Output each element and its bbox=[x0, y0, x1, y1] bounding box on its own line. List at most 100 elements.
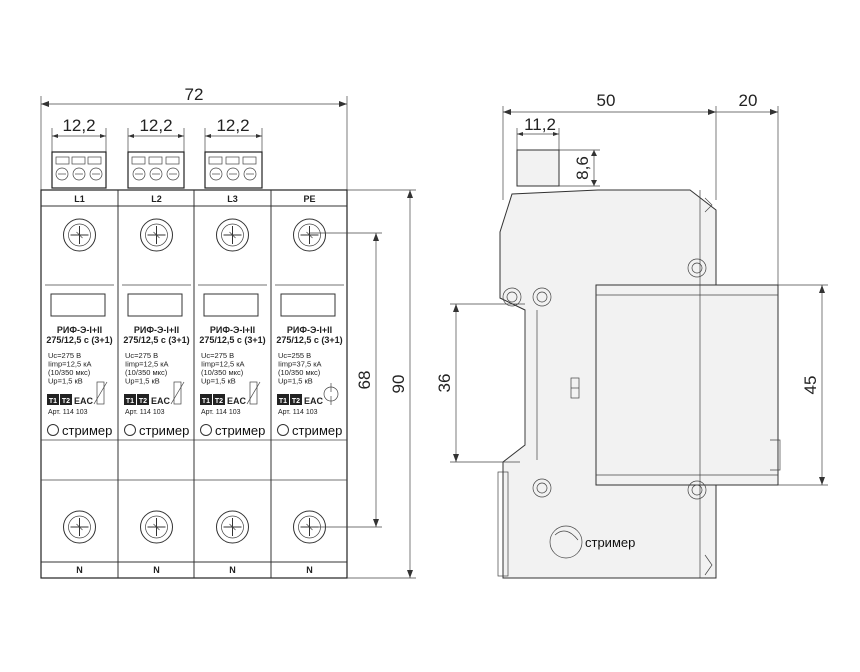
bottom-terminal-screw-icon bbox=[216, 510, 249, 544]
dim-overall-height: 90 bbox=[347, 189, 416, 579]
t2-badge bbox=[213, 394, 225, 405]
bottom-terminal-screw-icon bbox=[140, 510, 173, 544]
spec-wave: (10/350 мкс) bbox=[125, 368, 168, 377]
side-brand-label: стример bbox=[585, 535, 635, 550]
module-bottom-label: N bbox=[76, 565, 83, 575]
dim-terminal-span-label: 68 bbox=[355, 371, 374, 390]
spec-imp: Iimp=12,5 кА bbox=[201, 360, 245, 369]
t2-badge-label: T2 bbox=[292, 398, 300, 405]
varistor-symbol-icon bbox=[246, 381, 261, 405]
terminal-plugs bbox=[51, 151, 263, 189]
module-top-label: PE bbox=[303, 194, 315, 204]
model-line-2: 275/12,5 с (3+1) bbox=[276, 335, 342, 345]
side-body: стример bbox=[497, 149, 781, 579]
t2-badge-label: T2 bbox=[139, 398, 147, 405]
dim-terminal-pitch-3: 12,2 bbox=[204, 116, 263, 152]
spec-up: Up=1,5 кВ bbox=[125, 377, 160, 386]
module-bottom-label: N bbox=[153, 565, 160, 575]
brand-logo-icon bbox=[124, 424, 136, 436]
status-window bbox=[280, 293, 336, 317]
spec-uc: Uc=275 В bbox=[48, 351, 81, 360]
model-line-2: 275/12,5 с (3+1) bbox=[199, 335, 265, 345]
terminal-plug-3 bbox=[204, 151, 263, 189]
top-terminal-screw-icon bbox=[216, 218, 249, 252]
brand-label: стример bbox=[215, 423, 265, 438]
spec-up: Up=1,5 кВ bbox=[278, 377, 313, 386]
eac-mark: EAC bbox=[151, 396, 171, 406]
dim-side-terminal-width-label: 11,2 bbox=[524, 115, 556, 134]
model-line-1: РИФ-Э-I+II bbox=[57, 325, 102, 335]
eac-mark: EAC bbox=[304, 396, 324, 406]
spec-uc: Uc=275 В bbox=[201, 351, 234, 360]
spec-up: Up=1,5 кВ bbox=[48, 377, 83, 386]
t2-badge-label: T2 bbox=[215, 398, 223, 405]
brand-logo-icon bbox=[47, 424, 59, 436]
model-line-2: 275/12,5 с (3+1) bbox=[123, 335, 189, 345]
t1-badge bbox=[200, 394, 212, 405]
varistor-symbol-icon bbox=[170, 381, 185, 405]
brand-label: стример bbox=[139, 423, 189, 438]
module-bottom-label: N bbox=[229, 565, 236, 575]
spec-wave: (10/350 мкс) bbox=[278, 368, 321, 377]
t1-badge-label: T1 bbox=[126, 398, 134, 405]
dim-terminal-pitch-1: 12,2 bbox=[51, 116, 107, 152]
t1-badge-label: T1 bbox=[202, 398, 210, 405]
spec-imp: Iimp=12,5 кА bbox=[48, 360, 92, 369]
gas-arrester-symbol-icon bbox=[323, 383, 339, 405]
spec-wave: (10/350 мкс) bbox=[48, 368, 91, 377]
t2-badge-label: T2 bbox=[62, 398, 70, 405]
model-line-1: РИФ-Э-I+II bbox=[134, 325, 179, 335]
spec-uc: Uc=255 В bbox=[278, 351, 311, 360]
t1-badge-label: T1 bbox=[49, 398, 57, 405]
spec-uc: Uc=275 В bbox=[125, 351, 158, 360]
status-window bbox=[203, 293, 259, 317]
module-top-label: L3 bbox=[227, 194, 238, 204]
status-window bbox=[127, 293, 183, 317]
bottom-terminal-screw-icon bbox=[63, 510, 96, 544]
dim-side-depth: 50 bbox=[502, 91, 717, 200]
top-terminal-screw-icon bbox=[293, 218, 326, 252]
top-terminal-screw-icon bbox=[63, 218, 96, 252]
spec-imp: Iimp=37,5 кА bbox=[278, 360, 322, 369]
brand-logo-icon bbox=[277, 424, 289, 436]
terminal-plug-2 bbox=[127, 151, 185, 189]
dim-terminal-pitch-label-2: 12,2 bbox=[139, 116, 172, 135]
dim-side-extra-label: 20 bbox=[739, 91, 758, 110]
t2-badge bbox=[60, 394, 72, 405]
eac-mark: EAC bbox=[227, 396, 247, 406]
t2-badge bbox=[137, 394, 149, 405]
dim-terminal-pitch-label-1: 12,2 bbox=[62, 116, 95, 135]
spec-up: Up=1,5 кВ bbox=[201, 377, 236, 386]
eac-mark: EAC bbox=[74, 396, 94, 406]
t1-badge bbox=[124, 394, 136, 405]
article-number: Арт. 114 103 bbox=[278, 409, 318, 416]
terminal-plug-1 bbox=[51, 151, 107, 189]
front-body bbox=[40, 189, 348, 579]
spec-wave: (10/350 мкс) bbox=[201, 368, 244, 377]
status-window bbox=[50, 293, 106, 317]
article-number: Арт. 114 103 bbox=[201, 409, 241, 416]
dim-overall-width-label: 72 bbox=[185, 85, 204, 104]
module-bottom-label: N bbox=[306, 565, 313, 575]
dim-rail-right-label: 45 bbox=[801, 376, 820, 395]
dim-side-depth-label: 50 bbox=[597, 91, 616, 110]
brand-label: стример bbox=[292, 423, 342, 438]
article-number: Арт. 114 103 bbox=[48, 409, 88, 416]
dim-overall-height-label: 90 bbox=[389, 375, 408, 394]
dim-terminal-pitch-label-3: 12,2 bbox=[216, 116, 249, 135]
dim-side-terminal-height-label: 8,6 bbox=[573, 156, 592, 180]
dim-rail-left-label: 36 bbox=[435, 374, 454, 393]
dim-terminal-span: 68 bbox=[310, 232, 382, 528]
dim-side-extra: 20 bbox=[716, 91, 779, 290]
dim-rail-right: 45 bbox=[778, 284, 828, 486]
varistor-symbol-icon bbox=[93, 381, 108, 405]
top-terminal-screw-icon bbox=[140, 218, 173, 252]
t2-badge bbox=[290, 394, 302, 405]
brand-logo-icon bbox=[200, 424, 212, 436]
dim-overall-width: 72 bbox=[40, 85, 348, 190]
